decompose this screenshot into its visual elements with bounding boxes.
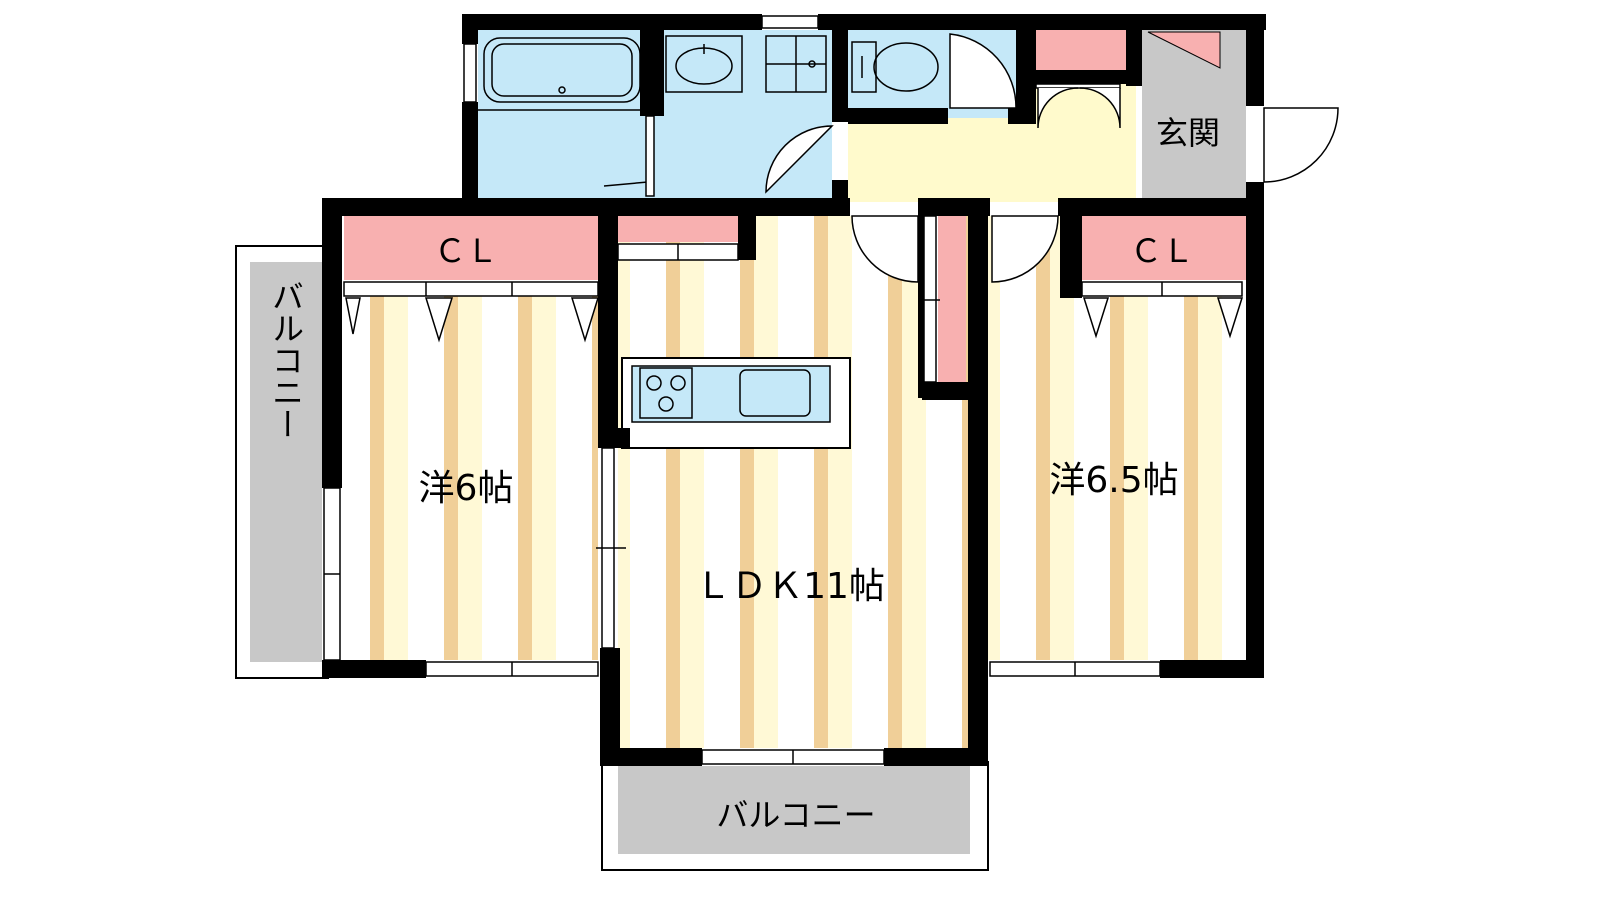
toilet-bowl-icon (873, 42, 939, 92)
window (463, 43, 477, 103)
wall (462, 102, 478, 202)
closet-right-label: ＣＬ (1130, 232, 1194, 270)
wall (322, 198, 850, 216)
wall (598, 198, 618, 448)
balcony-left-floor (250, 262, 322, 662)
wall (848, 108, 948, 124)
door-swing (765, 125, 834, 194)
balcony-bottom-floor (618, 766, 970, 854)
door-swing (991, 215, 1059, 283)
window (761, 15, 819, 29)
walls (322, 14, 1266, 766)
toilet-tank-icon (851, 41, 877, 93)
wall (1160, 660, 1264, 678)
wall (818, 14, 1266, 30)
balcony-bottom-label: バルコニー (716, 796, 875, 834)
entrance-door-swing (1263, 107, 1339, 183)
windows (323, 15, 1161, 765)
wall (600, 428, 630, 448)
wall (968, 198, 988, 766)
entrance-storage (1147, 31, 1221, 69)
ldk-storage (618, 216, 738, 242)
burner-icon (658, 396, 674, 412)
door-swing (851, 215, 919, 283)
wall (922, 382, 968, 400)
room-fills (250, 30, 1246, 854)
wall (462, 14, 478, 44)
ldk-floor (618, 216, 970, 748)
closet-right (1082, 216, 1246, 280)
balcony-left-label: バルコニー (267, 280, 305, 440)
stove-icon (639, 367, 693, 419)
wall (884, 748, 988, 766)
wall (1016, 30, 1036, 124)
wall (600, 748, 702, 766)
wall (322, 660, 426, 678)
entrance-floor (1142, 30, 1246, 200)
hallway-floor (848, 118, 1136, 202)
wall (1246, 182, 1264, 678)
closet-left (344, 216, 600, 280)
wall (1246, 14, 1264, 106)
door-swing (1037, 87, 1079, 129)
wall (1060, 198, 1082, 298)
wall (600, 648, 620, 766)
wall (1126, 30, 1142, 86)
room-right-floor (988, 290, 1246, 660)
wall (640, 30, 664, 116)
wall (918, 198, 924, 398)
burner-icon (670, 375, 686, 391)
wall (1058, 198, 1264, 216)
wall (832, 30, 848, 122)
sliding-door (923, 215, 937, 383)
room-left-label: 洋6帖 (419, 468, 514, 509)
counter-sink-area (631, 365, 831, 423)
door-swings (765, 33, 1339, 283)
room-left-floor (340, 290, 598, 660)
room-right-label: 洋6.5帖 (1049, 460, 1178, 501)
door-swing (949, 33, 1017, 109)
burner-icon (646, 375, 662, 391)
door-swing (1079, 87, 1121, 129)
closet-left-label: ＣＬ (434, 232, 498, 270)
ldk-side-storage (938, 216, 966, 384)
kitchen-sink-icon (739, 369, 811, 417)
kitchen-counter (621, 357, 851, 449)
bathtub-inner (491, 43, 633, 97)
wall (738, 198, 756, 260)
wall (832, 180, 848, 200)
closet-doors (343, 83, 1244, 343)
shoe-storage (1036, 30, 1132, 70)
wall (322, 198, 342, 488)
wall (1036, 70, 1132, 84)
entrance-label: 玄関 (1156, 114, 1220, 152)
ldk-label: ＬＤＫ11帖 (695, 566, 885, 607)
drain-icon (558, 86, 566, 94)
fixtures (478, 35, 939, 197)
wall (462, 14, 762, 30)
